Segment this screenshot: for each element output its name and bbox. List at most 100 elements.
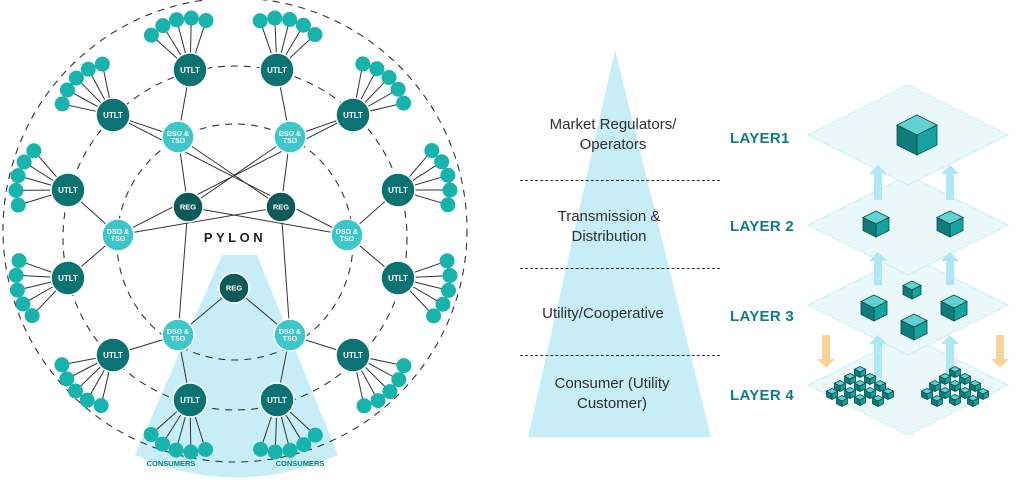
consumer-node: [382, 384, 398, 400]
link-reg-dso: [187, 206, 348, 236]
up-arrow-shaft: [946, 343, 954, 378]
consumer-node: [253, 441, 269, 457]
consumer-node: [155, 18, 171, 34]
utlt-node-circle: [172, 52, 208, 88]
layer-4-cube: [948, 394, 962, 407]
dso-tso-node-circle: [101, 218, 135, 252]
dso-tso-node-label: DSO &: [167, 329, 189, 336]
dso-tso-node-label: TSO: [171, 138, 186, 145]
consumer-node: [267, 10, 283, 26]
layer-4-label: LAYER 4: [730, 387, 795, 404]
reg-node: REG: [265, 191, 297, 223]
layer-4-cube: [948, 380, 962, 393]
layer-4-cube-edge: [936, 397, 943, 408]
consumer-node: [79, 392, 95, 408]
utlt-node-circle: [259, 52, 295, 88]
consumer-node: [183, 10, 199, 26]
consumer-node: [24, 308, 40, 324]
consumer-node: [424, 143, 440, 159]
consumer-node: [355, 56, 371, 72]
dso-tso-node-circle: [161, 120, 195, 154]
layer-4-cube-edge: [887, 390, 894, 401]
consumer-node: [168, 442, 184, 458]
pyramid-tier-3-label: Utility/Cooperative: [542, 305, 664, 322]
layer-4-cube-edge: [849, 389, 856, 400]
consumer-node: [8, 182, 24, 198]
up-arrow-head: [941, 335, 959, 344]
utlt-node-circle: [50, 260, 86, 296]
utlt-node-label: UTLT: [103, 351, 123, 360]
layer-4-cube: [968, 380, 982, 393]
consumer-node: [391, 372, 407, 388]
layer-4-cube-edge: [972, 397, 979, 408]
dso-tso-node: DSO &TSO: [161, 120, 195, 154]
consumer-node: [94, 56, 110, 72]
layer-3-cube-edge: [953, 300, 968, 322]
consumer-node: [252, 13, 268, 29]
utlt-node: UTLT: [380, 260, 416, 296]
consumer-node: [435, 296, 451, 312]
layer-4-cube: [938, 373, 952, 386]
consumer-node: [439, 253, 455, 269]
consumer-node: [59, 82, 75, 98]
dso-tso-node: DSO &TSO: [330, 218, 364, 252]
consumer-node: [267, 444, 283, 460]
layer-3-label: LAYER 3: [730, 308, 795, 325]
consumer-node: [54, 96, 70, 112]
consumer-node: [183, 444, 199, 460]
dso-tso-node: DSO &TSO: [273, 318, 307, 352]
reg-node-circle: [265, 191, 297, 223]
utlt-node-label: UTLT: [267, 396, 287, 405]
layer-2-cube-edge: [949, 216, 964, 238]
layer-4-cube: [853, 380, 867, 393]
consumer-node: [68, 70, 84, 86]
layer-1-label: LAYER1: [730, 130, 790, 147]
consumer-node: [390, 81, 406, 97]
layer-4-cube-edge: [964, 375, 971, 386]
dso-tso-node-circle: [273, 318, 307, 352]
layer-4-cube-edge: [869, 375, 876, 386]
utlt-node: UTLT: [259, 382, 295, 418]
dso-tso-node-label: TSO: [283, 336, 298, 343]
consumer-node: [59, 371, 75, 387]
utlt-node-label: UTLT: [180, 396, 200, 405]
consumer-node: [369, 61, 385, 77]
consumer-node: [8, 267, 24, 283]
dso-tso-node: DSO &TSO: [161, 318, 195, 352]
consumer-node: [198, 13, 214, 29]
consumer-node: [307, 27, 323, 43]
utlt-node-label: UTLT: [58, 186, 78, 195]
utlt-node-circle: [335, 337, 371, 373]
layer-4-cube-edge: [879, 382, 886, 393]
dso-tso-node-label: DSO &: [279, 131, 301, 138]
layer-4-cube: [958, 373, 972, 386]
consumer-node: [11, 253, 27, 269]
reg-node: REG: [218, 272, 250, 304]
consumer-node: [370, 393, 386, 409]
consumer-node: [26, 143, 42, 159]
utlt-node-circle: [172, 382, 208, 418]
layer-3-cube: [860, 294, 888, 322]
link-reg-dso: [177, 206, 189, 336]
utlt-node: UTLT: [259, 52, 295, 88]
consumer-node: [16, 154, 32, 170]
consumer-node: [396, 95, 412, 111]
down-arrow-shaft: [996, 335, 1004, 359]
consumer-node: [296, 437, 312, 453]
layer-2-cube-edge: [875, 216, 890, 238]
utlt-node: UTLT: [380, 172, 416, 208]
layer-4-cube-edge: [859, 382, 866, 393]
up-arrow-head: [869, 252, 887, 261]
up-arrow-head: [869, 165, 887, 174]
utlt-node: UTLT: [172, 52, 208, 88]
layer-4-cube-edge: [944, 375, 951, 386]
consumer-node: [154, 436, 170, 452]
layer-4-cube-edge: [869, 389, 876, 400]
link-reg-dso: [280, 206, 291, 336]
layer-1-cube-edge: [916, 124, 938, 156]
utlt-node-label: UTLT: [343, 111, 363, 120]
consumer-node: [381, 69, 397, 85]
pylon-logo: PYLON: [204, 230, 266, 245]
consumer-node: [10, 168, 26, 184]
